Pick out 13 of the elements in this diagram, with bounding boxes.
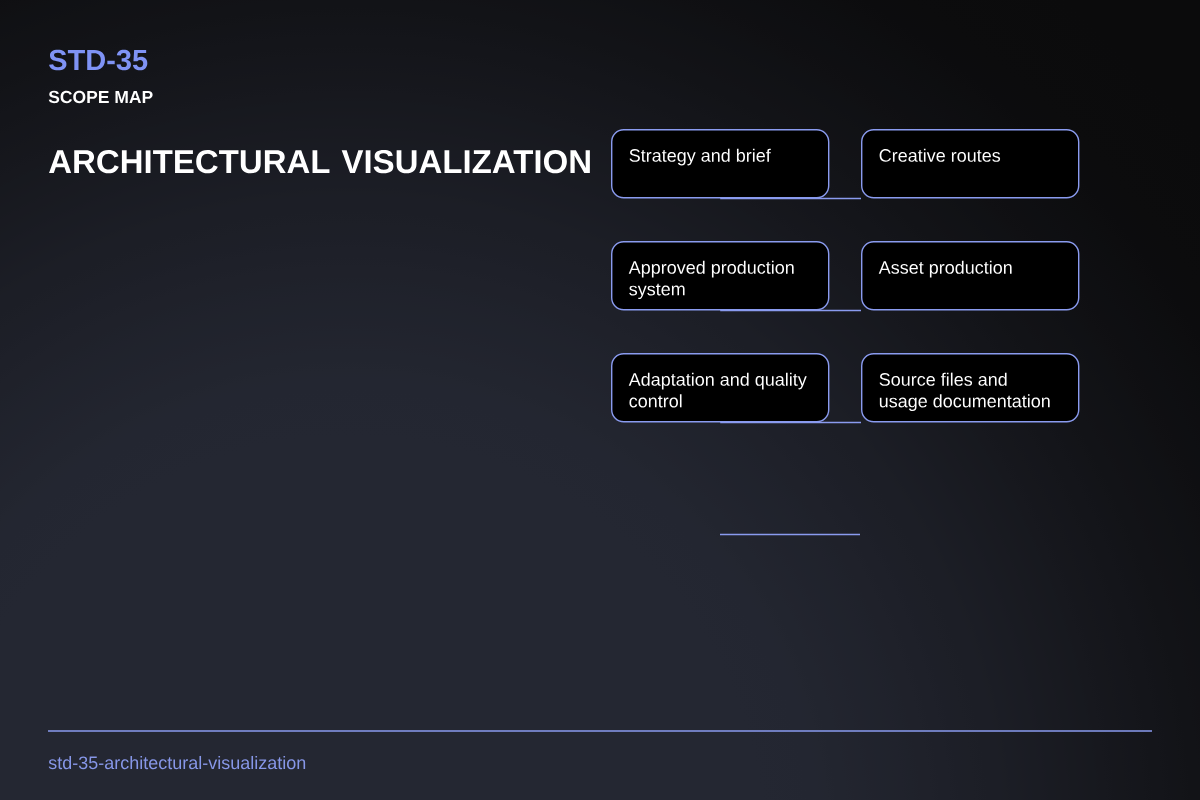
process-box: Source files and usage documentation xyxy=(861,353,1080,423)
connector-line xyxy=(719,197,862,200)
process-box: Creative routes xyxy=(861,129,1080,199)
code-heading: STD-35 xyxy=(49,49,148,71)
process-box: Adaptation and quality control xyxy=(611,353,830,423)
process-box: Strategy and brief xyxy=(611,129,830,199)
process-box: Approved production system xyxy=(611,241,830,311)
footer-text: std-35-architectural-visualization xyxy=(48,755,306,770)
connector-line xyxy=(719,309,862,312)
connector-line xyxy=(719,421,862,424)
process-box: Asset production xyxy=(861,241,1080,311)
title: ARCHITECTURAL VISUALIZATION xyxy=(49,149,590,174)
subtitle: SCOPE MAP xyxy=(48,90,153,104)
